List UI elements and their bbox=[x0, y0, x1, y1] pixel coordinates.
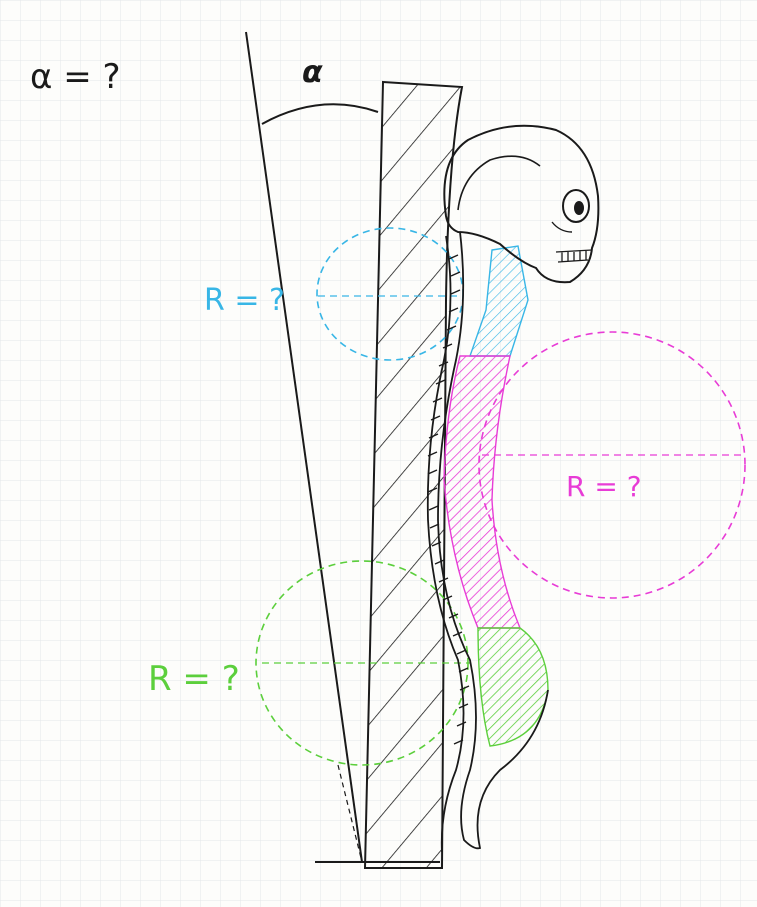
alpha-angle-label: α bbox=[302, 55, 323, 90]
thoracic-radius-label: R = ? bbox=[566, 470, 642, 503]
lumbar-radius-label: R = ? bbox=[148, 659, 240, 699]
alpha-question-label: α = ? bbox=[30, 57, 121, 97]
cervical-radius-label: R = ? bbox=[204, 283, 285, 318]
